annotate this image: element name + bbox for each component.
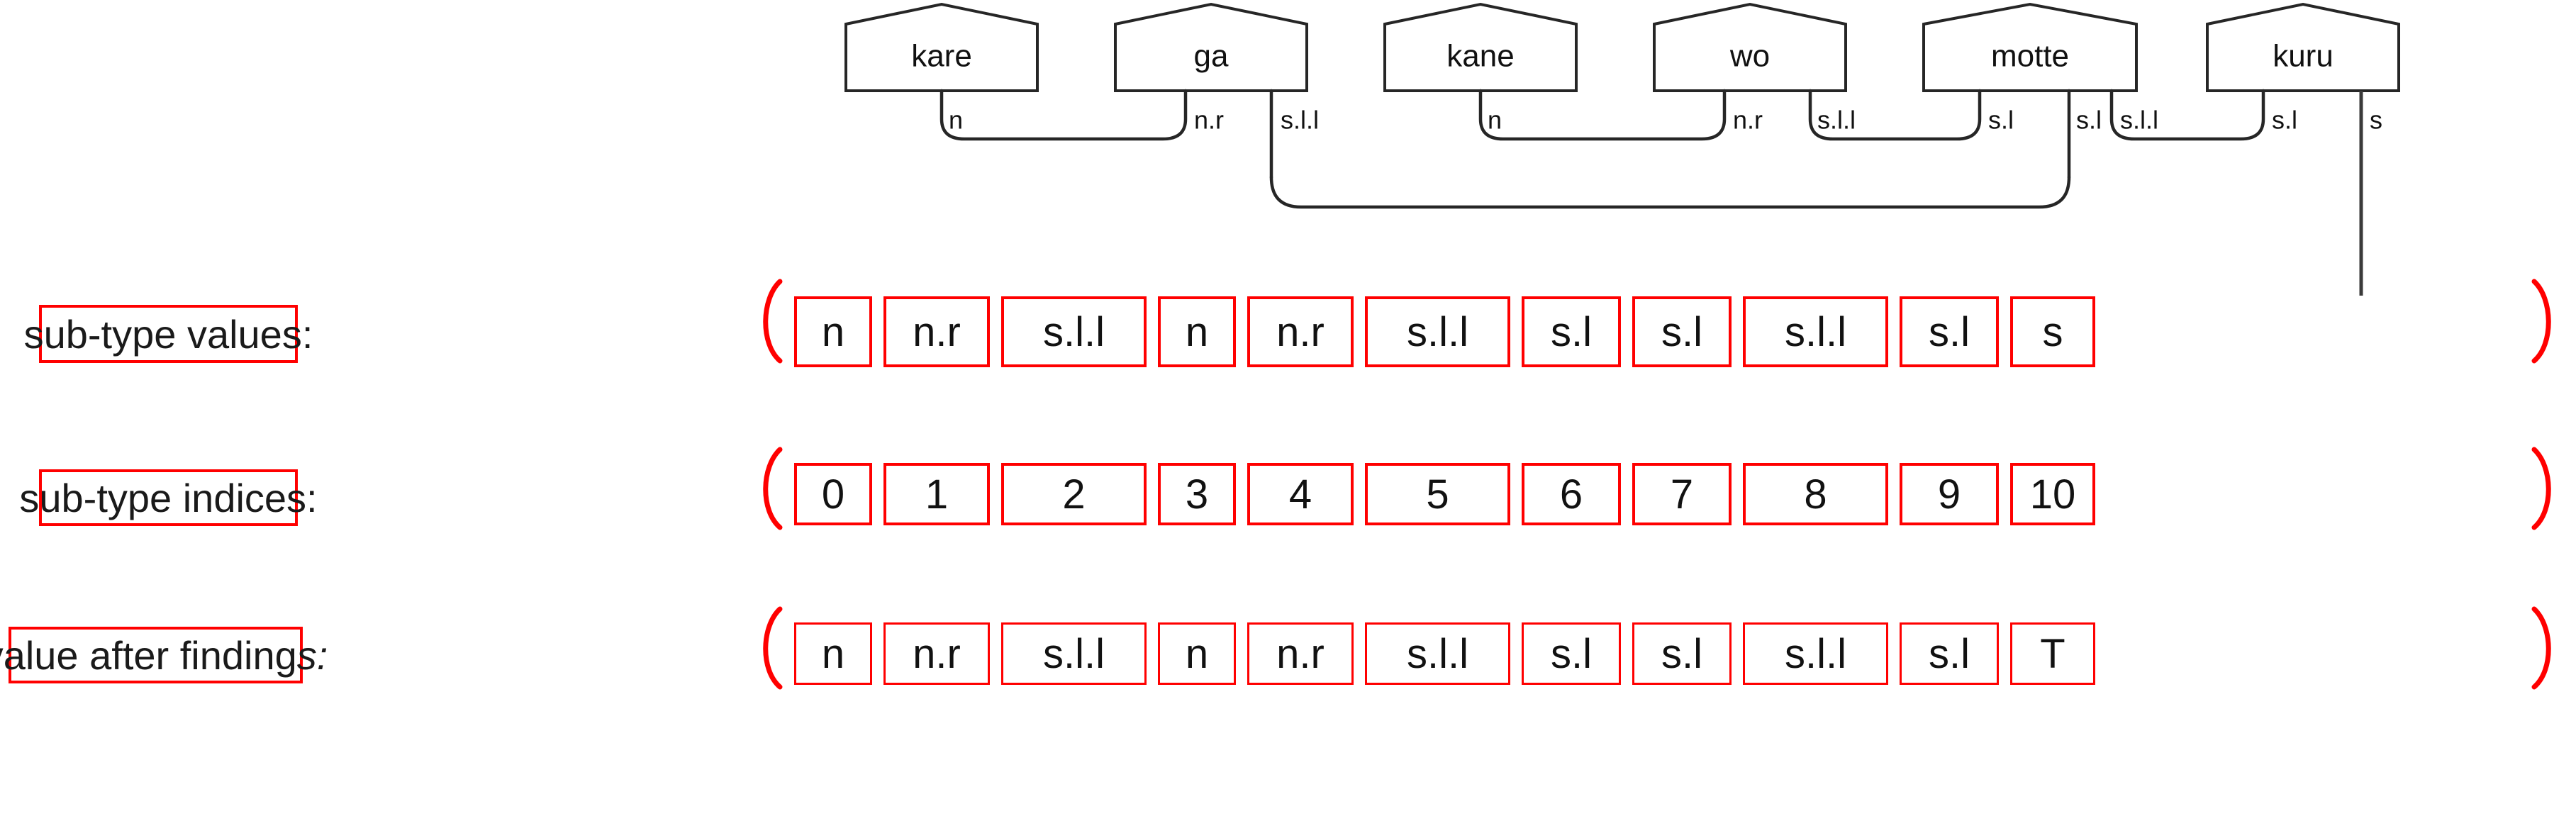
cell: 9 xyxy=(1900,463,1999,525)
cell: s.l.l xyxy=(1365,622,1510,685)
cell: s.l.l xyxy=(1743,622,1888,685)
open-paren-icon xyxy=(752,606,784,690)
tree-node-kane: kane xyxy=(1383,2,1578,92)
close-paren-icon xyxy=(2530,279,2563,364)
dep-arc-label: s xyxy=(2370,106,2382,135)
cell: n xyxy=(1158,622,1236,685)
cell: n xyxy=(794,622,872,685)
row-label-text-italic: s: xyxy=(296,632,328,678)
dep-arc-kane-wo xyxy=(1478,89,1727,141)
open-paren-icon xyxy=(752,447,784,530)
cell: s.l xyxy=(1632,622,1732,685)
close-paren-icon xyxy=(2530,606,2563,690)
dep-arc-label: s.l xyxy=(2272,106,2297,135)
row-label-text: value after finding xyxy=(0,632,297,678)
tree-node-label: motte xyxy=(1991,39,2069,74)
row-label-text: sub-type indices: xyxy=(19,475,318,520)
row-label-sub-type-indices: sub-type indices: xyxy=(19,469,318,526)
cell: s.l xyxy=(1522,296,1621,367)
close-paren-icon xyxy=(2530,447,2563,530)
tree-node-label: wo xyxy=(1729,39,1770,74)
tree-node-label: kane xyxy=(1446,39,1514,74)
cell: n xyxy=(794,296,872,367)
dep-arc-label: n.r xyxy=(1194,106,1224,135)
dep-arc-label: s.l xyxy=(1988,106,2014,135)
cell: 2 xyxy=(1001,463,1147,525)
dep-arc-label: s.l.l xyxy=(1281,106,1319,135)
dep-arc-label: s.l.l xyxy=(1817,106,1856,135)
cell: n xyxy=(1158,296,1236,367)
cell: 1 xyxy=(883,463,990,525)
cell: s.l xyxy=(1900,622,1999,685)
cell: s.l.l xyxy=(1365,296,1510,367)
cell: 4 xyxy=(1247,463,1354,525)
cell: n.r xyxy=(883,622,990,685)
tree-node-label: ga xyxy=(1194,39,1229,74)
cell: 7 xyxy=(1632,463,1732,525)
row-label-value-after-finding-s: value after finding s: xyxy=(0,627,328,683)
cell: s.l.l xyxy=(1001,622,1147,685)
cell: 0 xyxy=(794,463,872,525)
tree-node-kuru: kuru xyxy=(2206,2,2400,92)
cell: s xyxy=(2010,296,2095,367)
tree-node-ga: ga xyxy=(1114,2,1308,92)
cell: 8 xyxy=(1743,463,1888,525)
dep-arc-label: s.l.l xyxy=(2120,106,2158,135)
open-paren-icon xyxy=(752,279,784,364)
cell: 3 xyxy=(1158,463,1236,525)
row-label-sub-type-values: sub-type values: xyxy=(24,305,313,363)
dep-arc-motte-kuru xyxy=(2109,89,2265,141)
tree-node-motte: motte xyxy=(1922,2,2138,92)
dep-arc-label: n.r xyxy=(1733,106,1763,135)
dep-arc-long-ga-motte xyxy=(1269,175,2071,209)
cell: s.l xyxy=(1632,296,1732,367)
dep-arc-label: s.l xyxy=(2076,106,2102,135)
cell: s.l.l xyxy=(1743,296,1888,367)
dep-arc-kare-ga xyxy=(939,89,1188,141)
cell: n.r xyxy=(1247,622,1354,685)
tree-node-label: kuru xyxy=(2273,39,2334,74)
cell: s.l xyxy=(1522,622,1621,685)
cell: s.l.l xyxy=(1001,296,1147,367)
cell: 6 xyxy=(1522,463,1621,525)
cell: s.l xyxy=(1900,296,1999,367)
dependency-tree: kare ga kane wo motte kuru n n xyxy=(844,2,2400,255)
cell: T xyxy=(2010,622,2095,685)
tree-node-kare: kare xyxy=(844,2,1039,92)
tree-node-wo: wo xyxy=(1653,2,1847,92)
dep-arc-label: n xyxy=(949,106,963,135)
cell: n.r xyxy=(883,296,990,367)
cell: 5 xyxy=(1365,463,1510,525)
row-label-text: sub-type values: xyxy=(23,311,313,357)
dep-arc-label: n xyxy=(1488,106,1502,135)
cell: n.r xyxy=(1247,296,1354,367)
cell: 10 xyxy=(2010,463,2095,525)
tree-node-label: kare xyxy=(911,39,972,74)
dep-arc-wo-motte xyxy=(1808,89,1982,141)
